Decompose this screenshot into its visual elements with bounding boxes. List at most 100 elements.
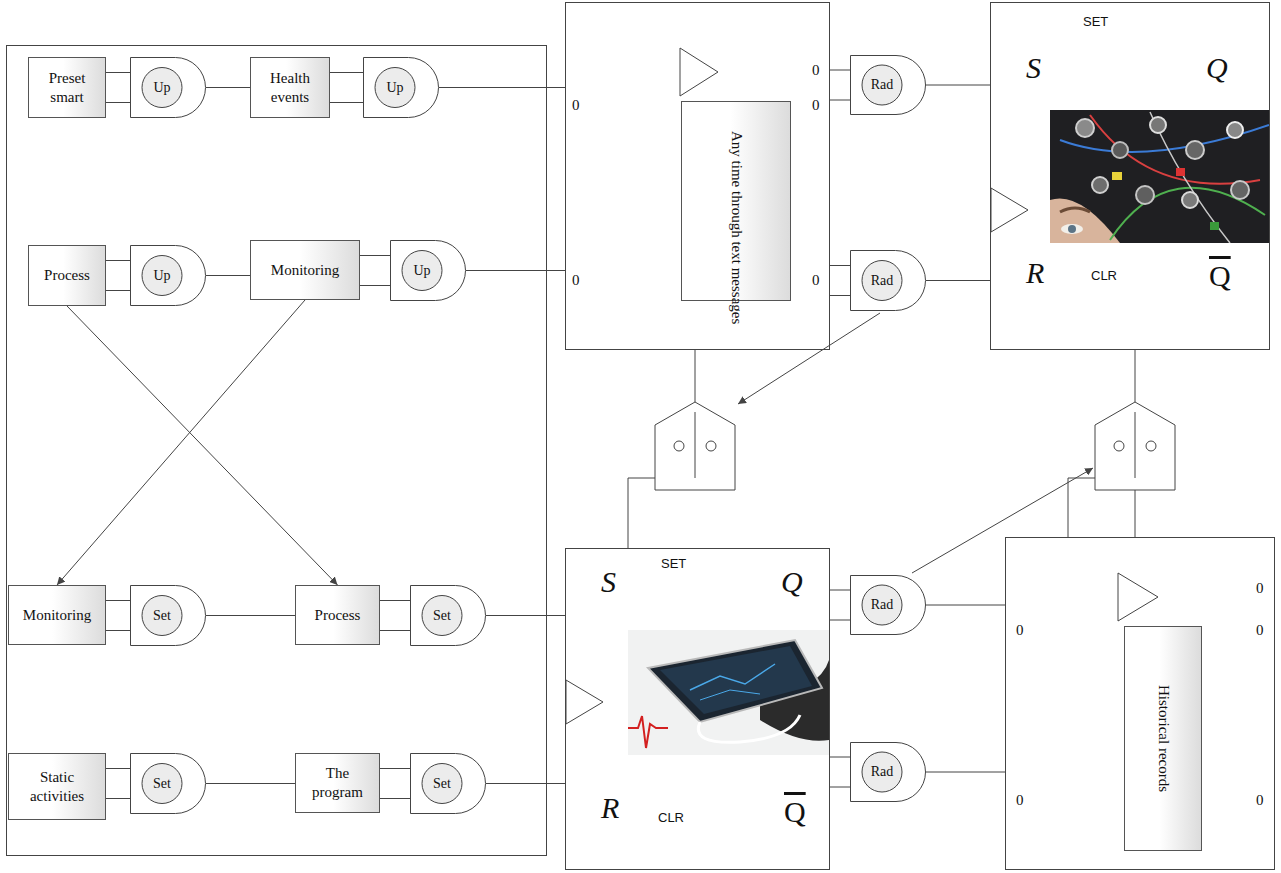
gate-label: Rad: [871, 597, 894, 613]
pin-label: 0: [1256, 581, 1264, 596]
gate-circle: [142, 256, 182, 296]
gate-body: [851, 576, 926, 635]
wire-connector: [830, 70, 850, 100]
box-label: Monitoring: [23, 606, 91, 625]
buffer-symbol: [1118, 573, 1158, 621]
wire-connector: [57, 300, 305, 585]
gate-label: Rad: [871, 764, 894, 780]
gate-body: [411, 754, 486, 814]
tablet: [648, 640, 822, 722]
electrode: [1186, 141, 1204, 159]
process-box: Monitoring: [250, 240, 360, 300]
electrode: [1112, 142, 1128, 158]
switch-symbol: [655, 402, 735, 490]
pin-label: 0: [572, 98, 580, 113]
gate-label: Rad: [871, 273, 894, 289]
gate-circle: [422, 596, 462, 636]
gate-circle: [142, 596, 182, 636]
flip-flop-label: S: [1026, 53, 1041, 83]
flip-flop-label: Q: [1206, 53, 1228, 83]
gate-label: Up: [153, 80, 170, 96]
box-label: The program: [302, 764, 373, 802]
process-box: Process: [28, 245, 106, 306]
gate-label: Up: [386, 80, 403, 96]
logic-block: Any time through text messages00000: [565, 2, 830, 350]
switch-contact: [1146, 441, 1156, 451]
and-gate: Set: [130, 585, 206, 646]
switch-contact: [674, 441, 684, 451]
process-box: Process: [295, 585, 380, 645]
wire-connector: [830, 266, 850, 296]
gate-circle: [142, 764, 182, 804]
and-gate: Rad: [850, 742, 926, 802]
gate-circle: [862, 65, 902, 105]
and-gate: Up: [363, 57, 439, 118]
screen-trace: [700, 690, 760, 700]
wire-connector: [380, 769, 410, 799]
switch-divider: [1135, 412, 1136, 478]
gate-label: Up: [153, 268, 170, 284]
cable: [1090, 115, 1260, 184]
cable: [698, 715, 800, 742]
gate-circle: [422, 764, 462, 804]
gate-body: [851, 56, 926, 115]
panel-frame: [7, 46, 547, 856]
pin-label: 0: [1256, 793, 1264, 808]
panel-text: Historical records: [1156, 685, 1171, 792]
flip-flop: SETSQRCLRQ: [990, 2, 1270, 350]
pin-label: 0: [812, 273, 820, 288]
gate-label: Set: [153, 608, 171, 624]
switch-divider: [695, 412, 696, 478]
wire-connector: [206, 87, 250, 88]
electrode: [1076, 119, 1094, 137]
and-gate: Up: [130, 245, 206, 306]
and-gate: Rad: [850, 55, 926, 115]
wire-connector: [926, 772, 1005, 773]
switch-symbol: [1095, 402, 1175, 490]
flip-flop-label: SET: [661, 557, 686, 570]
flip-flop-label: SET: [1083, 15, 1108, 28]
pin-label: 0: [1016, 623, 1024, 638]
wire-connector: [926, 605, 1005, 606]
flip-flop-label: Q: [1209, 261, 1231, 291]
electrode: [1182, 192, 1198, 208]
ecg-trace: [628, 716, 668, 748]
wire-connector: [106, 73, 130, 103]
electrode: [1092, 177, 1108, 193]
wire-connector: [67, 306, 338, 585]
iris: [1068, 225, 1076, 233]
process-box: The program: [295, 753, 380, 813]
and-gate: Rad: [850, 575, 926, 635]
wire: [1135, 350, 1136, 402]
switch-contact: [1114, 441, 1124, 451]
ecg-device-photo: [628, 630, 829, 755]
cable: [1150, 112, 1230, 243]
pin-label: 0: [1256, 623, 1264, 638]
and-gate: Rad: [850, 250, 926, 311]
process-box: Health events: [250, 57, 330, 118]
skin: [1050, 198, 1120, 243]
gate-circle: [402, 251, 442, 291]
eeg-photo: [1050, 110, 1269, 243]
brow: [1060, 208, 1090, 212]
screen: [660, 646, 812, 714]
gate-label: Rad: [871, 77, 894, 93]
process-box: Preset smart: [28, 57, 106, 118]
box-label: Process: [315, 606, 361, 625]
marker-tag: [1176, 168, 1185, 176]
marker-tag: [1210, 222, 1219, 230]
and-gate: Set: [410, 753, 486, 814]
box-label: Process: [44, 266, 90, 285]
gate-circle: [142, 68, 182, 108]
wire: [695, 350, 696, 402]
wire-connector: [830, 590, 850, 620]
wire: [628, 478, 655, 548]
and-gate: Up: [390, 240, 466, 301]
screen-trace: [690, 664, 775, 690]
gate-body: [131, 58, 206, 118]
gate-body: [364, 58, 439, 118]
flip-flop-label: CLR: [658, 811, 684, 824]
gate-body: [411, 586, 486, 646]
